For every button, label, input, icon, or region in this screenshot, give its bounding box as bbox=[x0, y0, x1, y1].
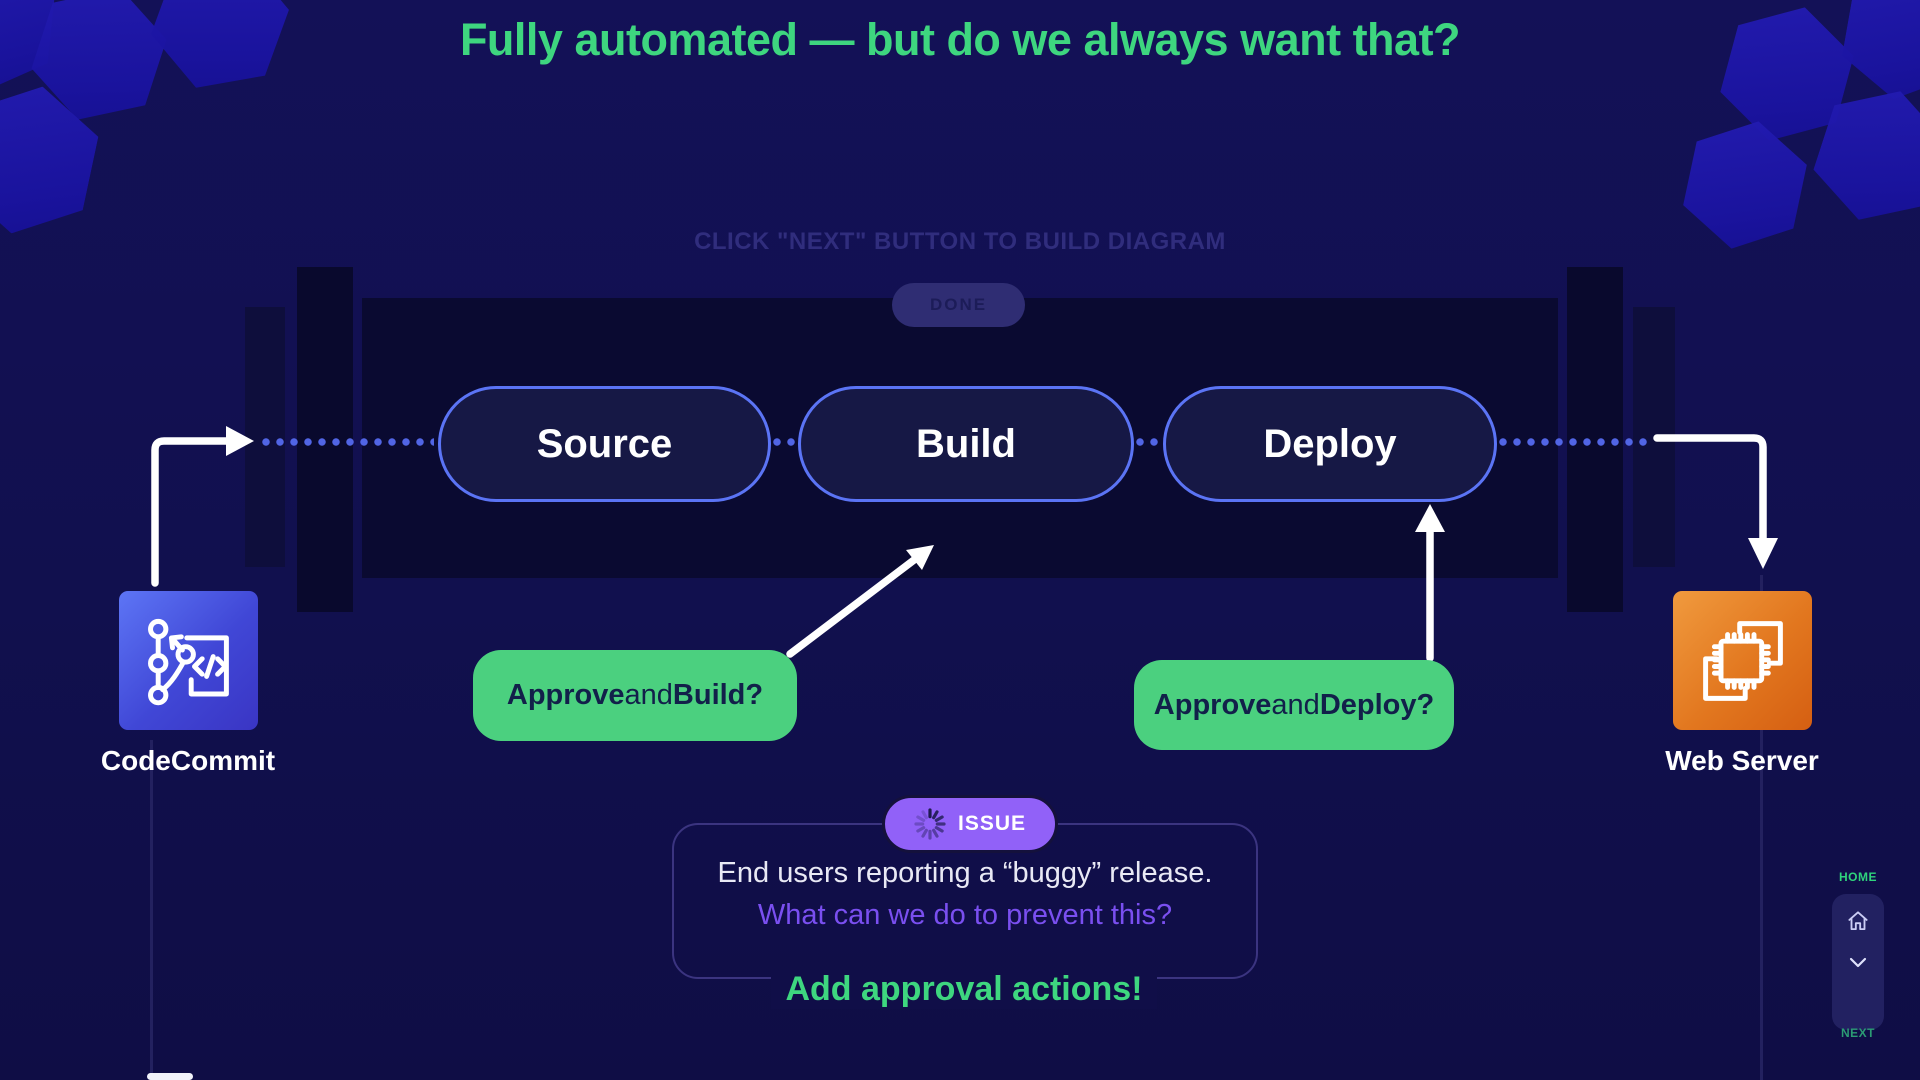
webserver-label: Web Server bbox=[1665, 745, 1819, 776]
arrowhead-down bbox=[1748, 538, 1778, 569]
webserver-service-tile bbox=[1673, 591, 1812, 730]
dotted-connector bbox=[773, 438, 797, 446]
stage-build-label: Build bbox=[916, 421, 1016, 466]
codecommit-label: CodeCommit bbox=[100, 745, 276, 776]
stage-deploy: Deploy bbox=[1163, 386, 1497, 502]
dotted-connector bbox=[1136, 438, 1162, 446]
nav-home-caption: HOME bbox=[1839, 870, 1877, 884]
pipeline-side-bar bbox=[245, 307, 285, 567]
build-diagram-hint: CLICK "NEXT" BUTTON TO BUILD DIAGRAM bbox=[694, 228, 1226, 255]
home-button[interactable] bbox=[1840, 904, 1876, 938]
issue-badge-label: ISSUE bbox=[957, 812, 1027, 835]
build-question-label: Build? bbox=[672, 679, 764, 711]
approve-label: Approve bbox=[506, 679, 625, 711]
issue-action-callout: Add approval actions! bbox=[0, 970, 1920, 1009]
dotted-connector bbox=[262, 438, 434, 446]
stage-deploy-label: Deploy bbox=[1263, 421, 1397, 466]
bottom-edge-tick bbox=[147, 1073, 193, 1080]
chevron-down-icon bbox=[1849, 957, 1867, 968]
approve-and-deploy-button[interactable]: Approve and Deploy? bbox=[1134, 660, 1454, 750]
and-label: and bbox=[1271, 688, 1320, 721]
stage-source: Source bbox=[438, 386, 771, 502]
approve-label: Approve bbox=[1153, 688, 1272, 721]
done-button[interactable]: DONE bbox=[892, 283, 1025, 327]
issue-description: End users reporting a “buggy” release. bbox=[717, 857, 1213, 889]
arrow-codecommit-to-pipeline bbox=[151, 437, 230, 587]
home-icon bbox=[1848, 911, 1868, 931]
deploy-question-label: Deploy? bbox=[1319, 688, 1435, 721]
spinner-icon bbox=[914, 808, 946, 840]
stage-source-label: Source bbox=[536, 421, 673, 466]
and-label: and bbox=[624, 679, 673, 711]
nav-next-caption: NEXT bbox=[1840, 1026, 1875, 1040]
git-branch-icon bbox=[147, 618, 229, 705]
page-title: Fully automated — but do we always want … bbox=[459, 14, 1461, 65]
pipeline-side-bar bbox=[1633, 307, 1675, 567]
server-chip-icon bbox=[1702, 620, 1783, 701]
next-button[interactable] bbox=[1840, 946, 1876, 980]
stage-build: Build bbox=[798, 386, 1134, 502]
guide-line-right bbox=[1760, 575, 1763, 1080]
issue-action-text: Add approval actions! bbox=[771, 970, 1157, 1009]
guide-line-left bbox=[150, 740, 153, 1080]
issue-question: What can we do to prevent this? bbox=[757, 899, 1173, 931]
approve-and-build-button[interactable]: Approve and Build? bbox=[473, 650, 797, 741]
issue-badge: ISSUE bbox=[882, 795, 1058, 853]
dotted-connector bbox=[1499, 438, 1651, 446]
slide-nav-panel bbox=[1832, 894, 1884, 1030]
codecommit-service-tile bbox=[119, 591, 258, 730]
